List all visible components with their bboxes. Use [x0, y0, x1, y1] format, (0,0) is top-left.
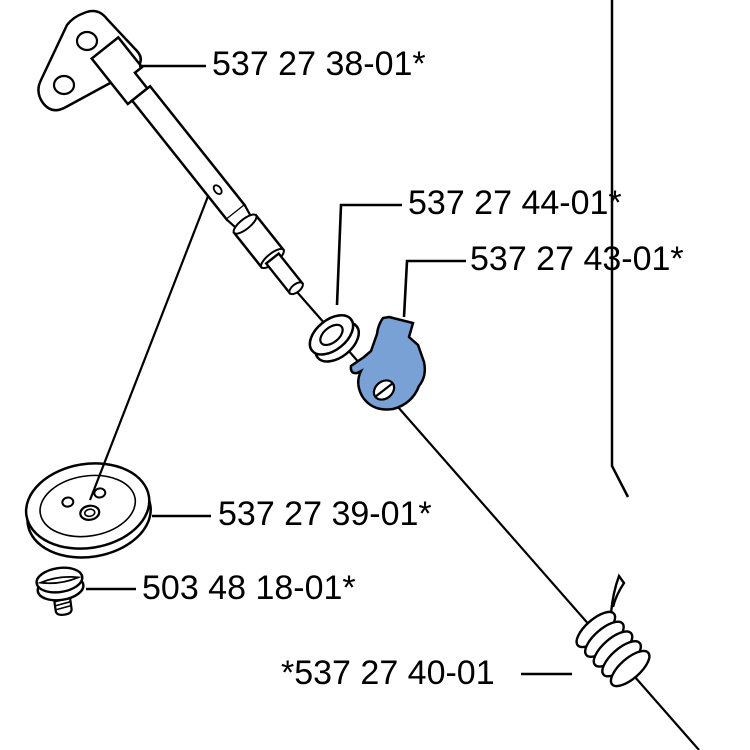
bracket-hole-top [75, 30, 99, 52]
disc-hole-left [61, 496, 75, 508]
leader-line-part2 [335, 203, 402, 306]
screw-part [35, 566, 85, 616]
screw-thread-3 [55, 604, 72, 611]
spring-hook-end [609, 573, 626, 614]
leader-line-part3 [402, 259, 466, 318]
bracket-plate [37, 9, 142, 112]
rod-hole [212, 184, 223, 195]
part-number-label-537-27-39-01: 537 27 39-01* [218, 495, 432, 533]
spring-coil-5 [609, 649, 651, 688]
disc-hole-right [93, 487, 107, 499]
disc-part [24, 462, 152, 559]
rod-tip-end [288, 281, 304, 296]
washer-hole [319, 323, 344, 347]
lever-hole-slot [374, 382, 394, 398]
disc-axis-line [88, 185, 214, 501]
rod-body [130, 84, 247, 222]
washer-part [308, 314, 360, 363]
frame-edge-line [610, 0, 630, 498]
rod-part [89, 35, 305, 296]
part-number-label-537-27-40-01: *537 27 40-01 [281, 654, 495, 692]
bracket-hole-bottom [52, 74, 76, 96]
part-number-label-537-27-44-01: 537 27 44-01* [408, 184, 622, 222]
screw-slot [37, 575, 82, 585]
disc-inner-contour [39, 474, 137, 538]
lever-part-highlighted [349, 315, 427, 411]
disc-center-hole [79, 504, 101, 521]
screw-thread-2 [54, 600, 71, 607]
spring-part [575, 573, 651, 688]
part-number-label-537-27-43-01: 537 27 43-01* [470, 240, 684, 278]
lever-outline [349, 315, 427, 411]
part-number-label-537-27-38-01: 537 27 38-01* [212, 45, 426, 83]
rod-collar-end-left [232, 213, 258, 235]
disc-center-hole-inner [84, 508, 96, 518]
part-number-label-503-48-18-01: 503 48 18-01* [142, 569, 356, 607]
